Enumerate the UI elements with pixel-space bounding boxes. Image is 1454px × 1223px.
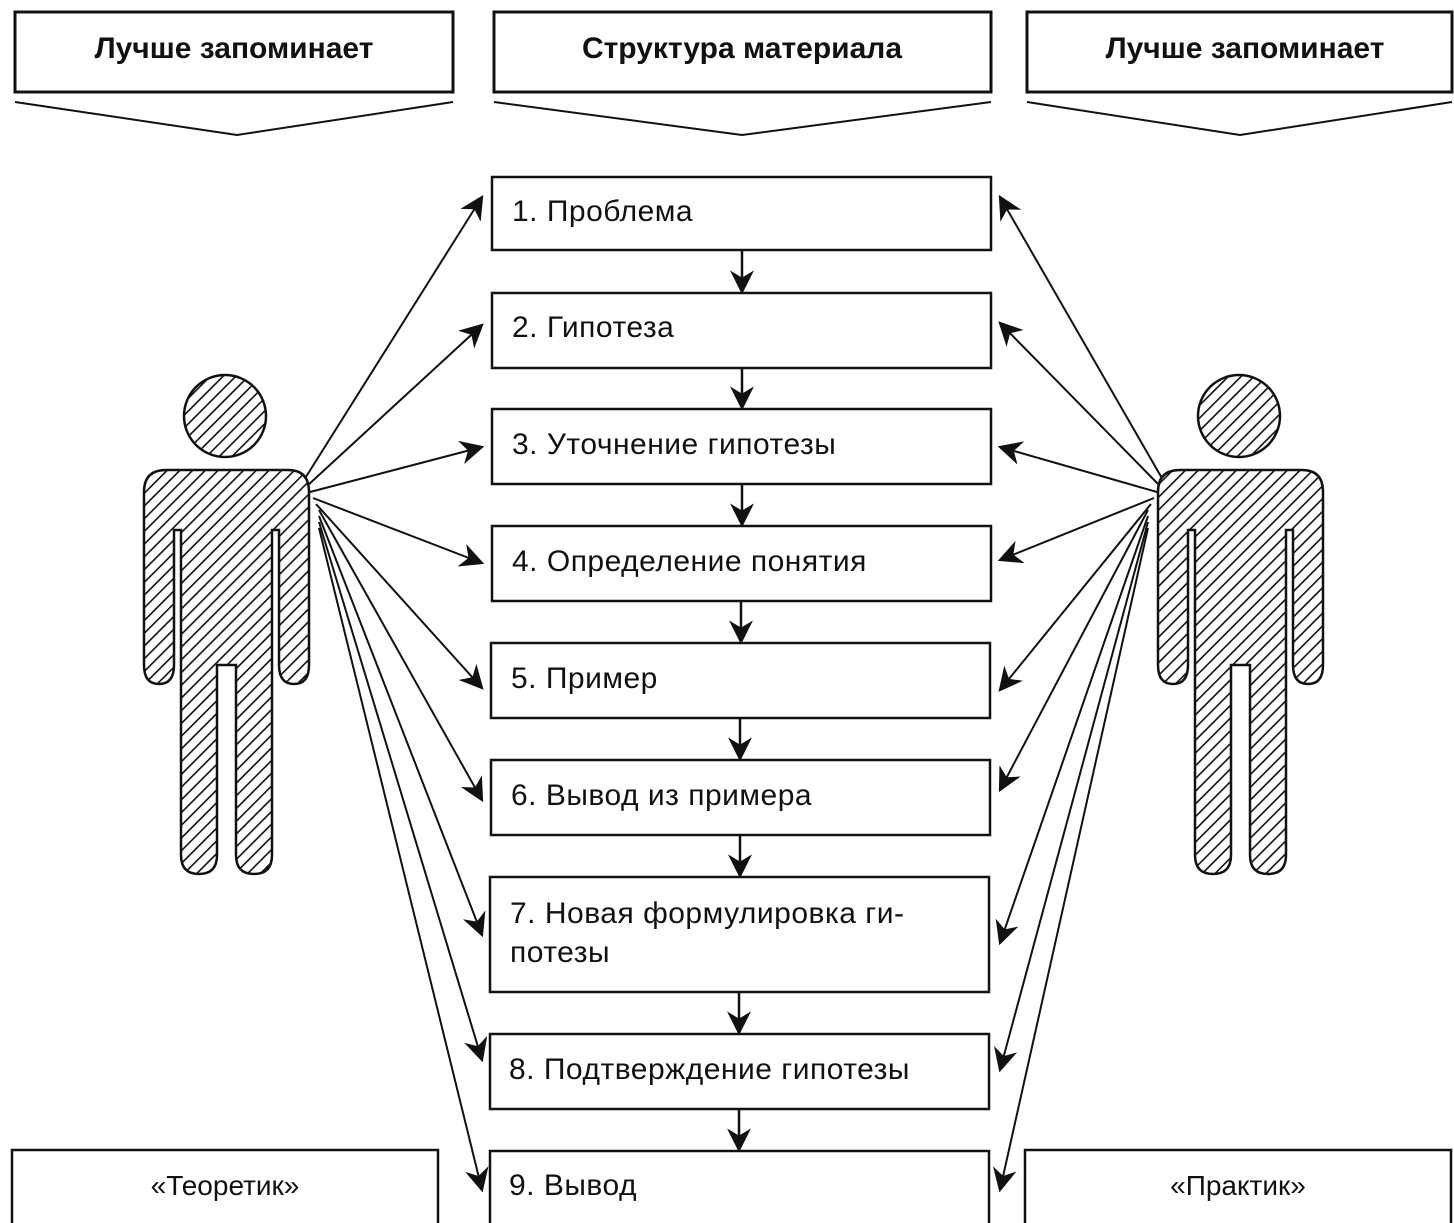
- connector-theorist-step-3: [309, 440, 485, 493]
- connector-practitioner-step-8: [994, 521, 1149, 1073]
- header-center-label: Структура материала: [582, 32, 902, 65]
- connector-theorist-step-6: [318, 509, 484, 803]
- header-left: Лучше запоминает: [13, 10, 455, 137]
- connector-theorist-step-1: [303, 194, 484, 481]
- person-right-icon: [1156, 373, 1325, 876]
- step-label: 9. Вывод: [509, 1169, 637, 1202]
- connector-theorist-step-2: [306, 323, 484, 487]
- step-5: 5. Пример: [489, 641, 992, 720]
- role-left: «Теоретик»: [10, 1148, 440, 1223]
- step-label: 5. Пример: [511, 662, 658, 695]
- step-2: 2. Гипотеза: [490, 291, 993, 370]
- step-1: 1. Проблема: [490, 175, 993, 252]
- person-left-icon: [142, 373, 311, 876]
- step-6: 6. Вывод из примера: [489, 758, 992, 837]
- step-label: 8. Подтверждение гипотезы: [509, 1053, 910, 1086]
- header-left-label: Лучше запоминает: [95, 32, 374, 65]
- step-label: 2. Гипотеза: [512, 311, 674, 344]
- step-label: 4. Определение понятия: [512, 545, 867, 578]
- connector-theorist-step-7: [318, 515, 486, 938]
- step-7: 7. Новая формулировка ги- потезы: [488, 875, 991, 994]
- connector-theorist-step-9: [318, 527, 489, 1193]
- header-center: Структура материала: [492, 10, 993, 137]
- connector-practitioner-step-4: [997, 497, 1155, 564]
- connector-theorist-step-8: [318, 521, 488, 1063]
- step-9: 9. Вывод: [488, 1149, 991, 1223]
- step-label: 3. Уточнение гипотезы: [512, 428, 836, 461]
- step-label-line2: потезы: [510, 936, 610, 969]
- connector-practitioner-step-6: [998, 509, 1149, 793]
- step-8: 8. Подтверждение гипотезы: [488, 1032, 991, 1111]
- header-right: Лучше запоминает: [1025, 10, 1454, 137]
- connector-practitioner-step-7: [995, 515, 1149, 946]
- connectors: [303, 194, 1164, 1193]
- flow-arrows: [727, 250, 754, 1153]
- role-right: «Практик»: [1023, 1148, 1453, 1223]
- step-3: 3. Уточнение гипотезы: [490, 407, 993, 486]
- role-right-label: «Практик»: [1170, 1170, 1306, 1201]
- step-label: 1. Проблема: [512, 195, 693, 228]
- connector-practitioner-step-3: [997, 441, 1158, 493]
- connector-theorist-step-5: [315, 503, 484, 690]
- header-right-label: Лучше запоминает: [1106, 32, 1385, 65]
- connector-practitioner-step-9: [993, 527, 1149, 1193]
- step-4: 4. Определение понятия: [490, 524, 993, 603]
- connector-practitioner-step-1: [998, 194, 1164, 481]
- role-left-label: «Теоретик»: [151, 1170, 300, 1201]
- step-list: 1. Проблема 2. Гипотеза 3. Уточнение гип…: [488, 175, 993, 1223]
- connector-theorist-step-4: [312, 497, 485, 567]
- connector-practitioner-step-5: [998, 503, 1152, 692]
- step-label: 7. Новая формулировка ги-: [510, 897, 905, 930]
- connector-practitioner-step-2: [998, 321, 1161, 487]
- step-label: 6. Вывод из примера: [511, 779, 812, 812]
